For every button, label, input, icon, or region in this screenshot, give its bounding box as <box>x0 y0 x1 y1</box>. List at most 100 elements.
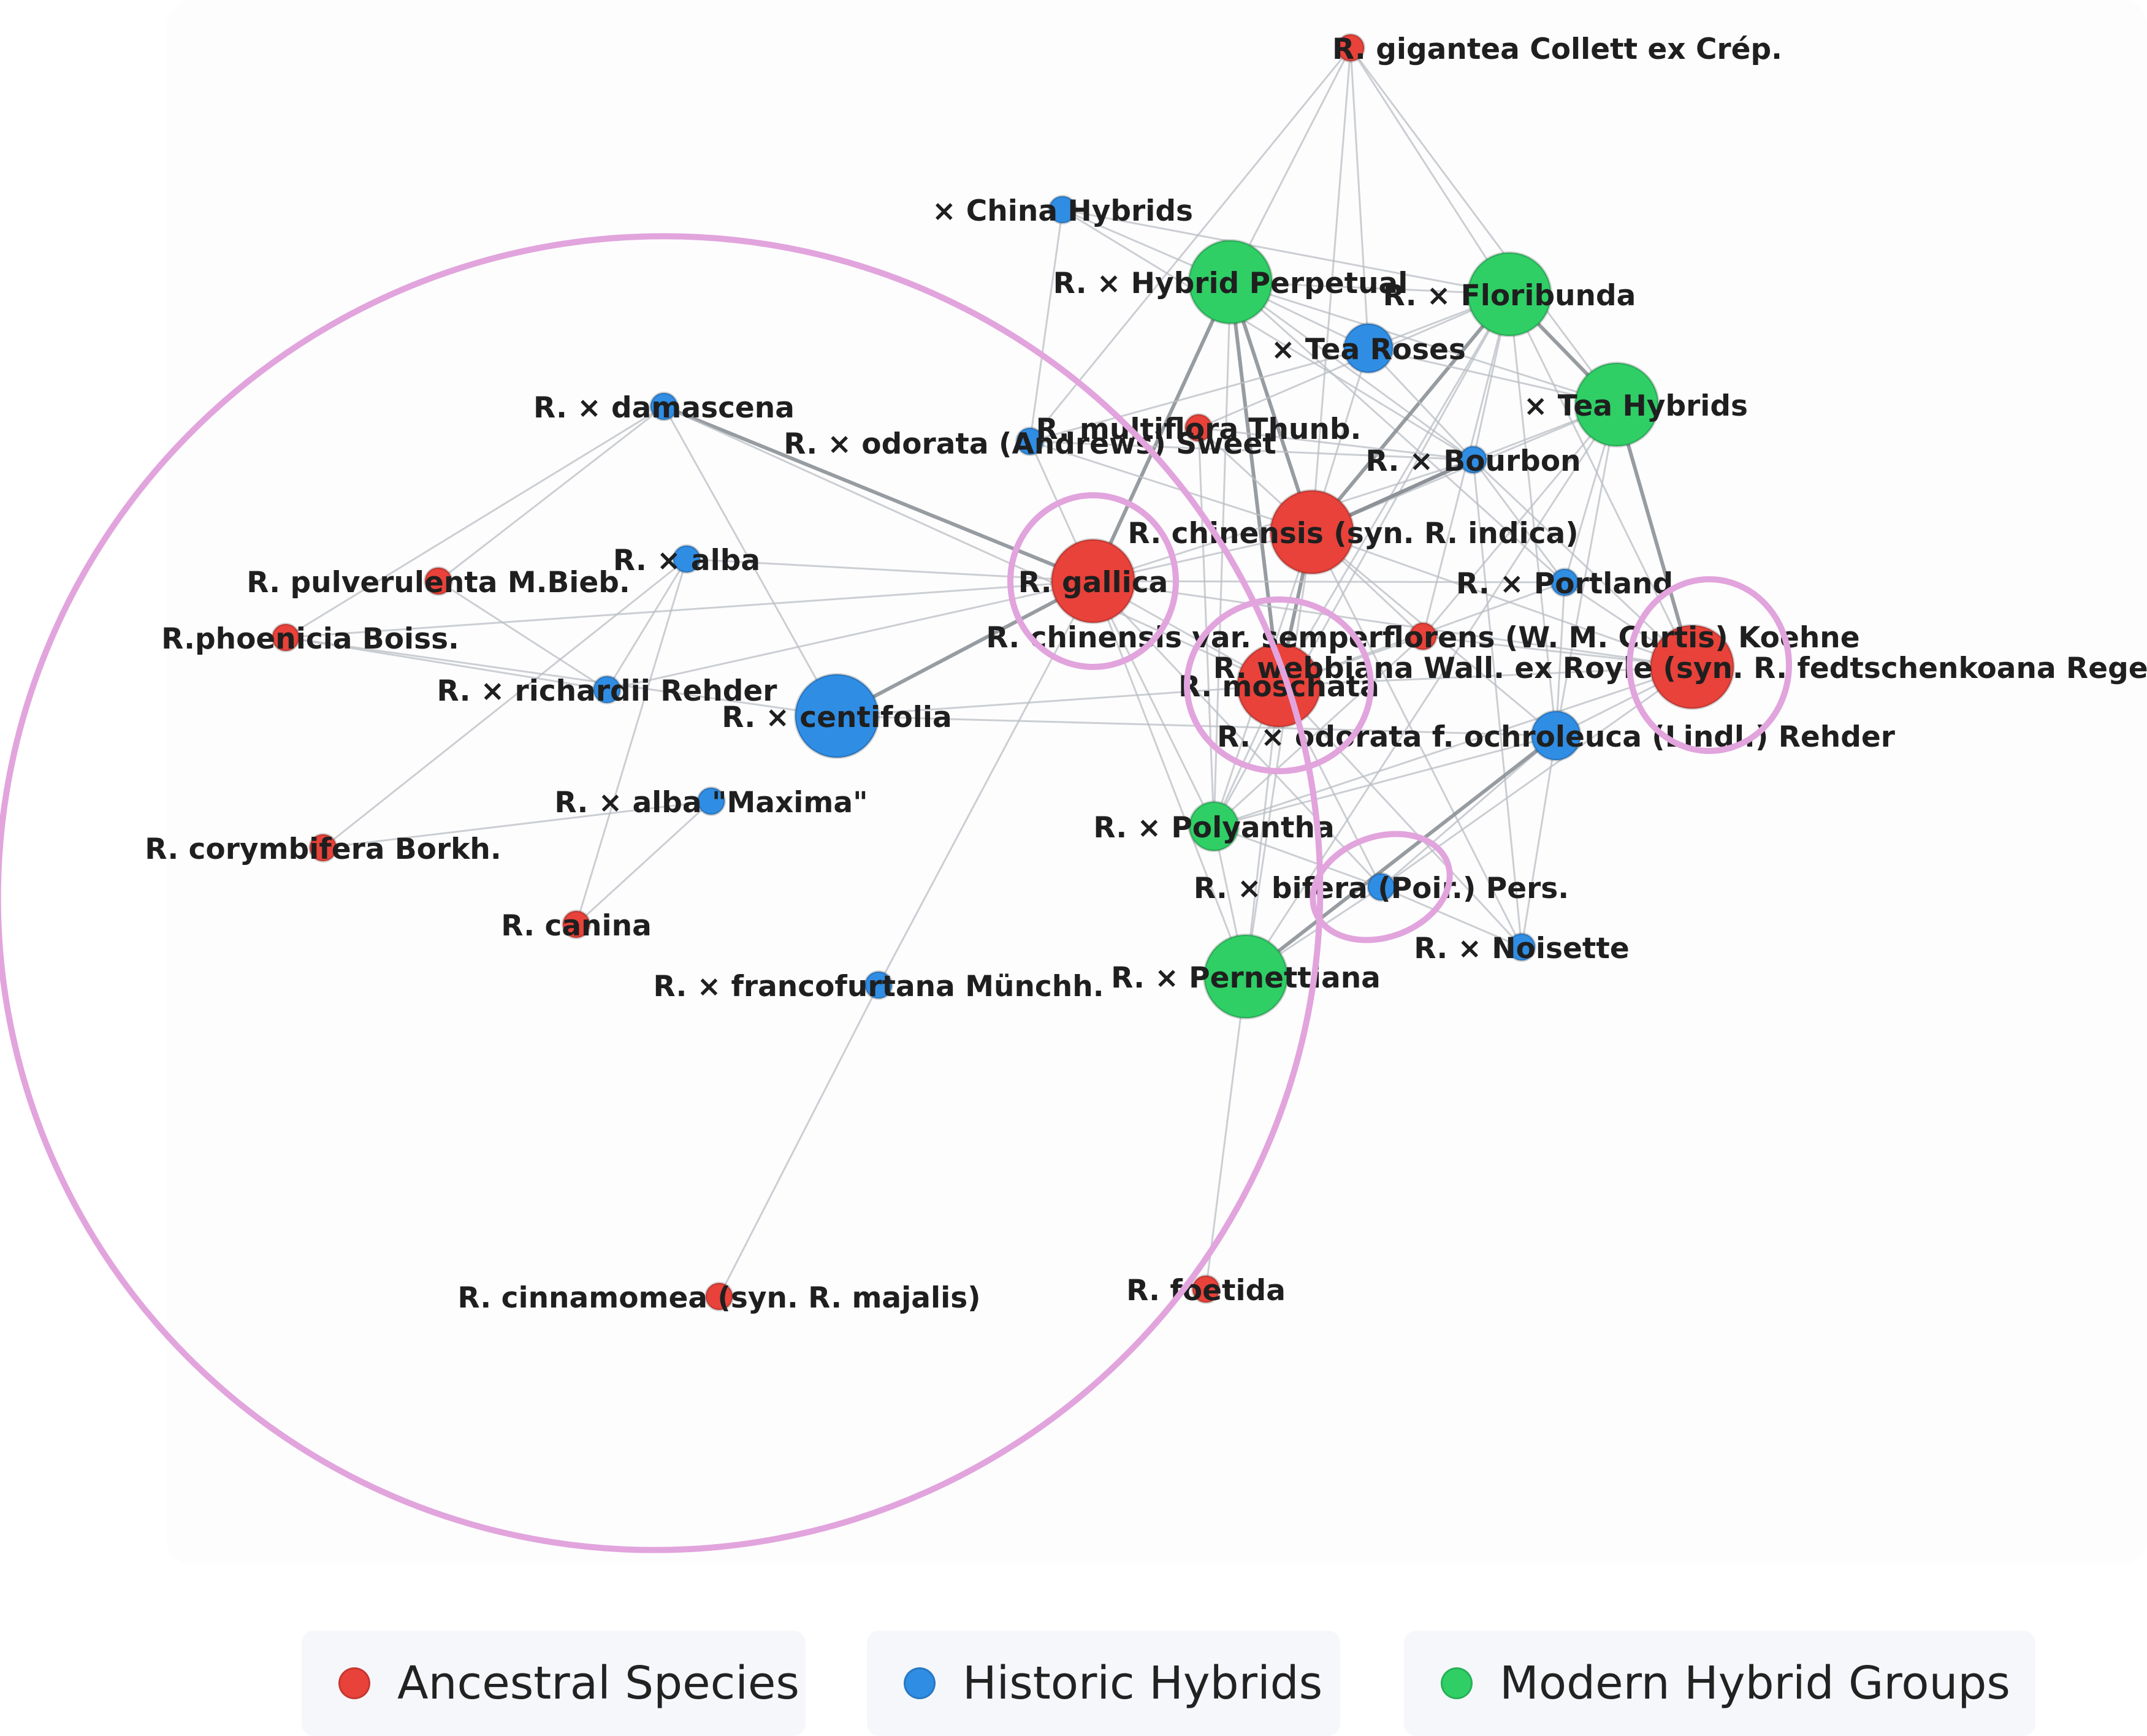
legend-item-modern[interactable]: Modern Hybrid Groups <box>1404 1631 2035 1736</box>
node-phoenicia[interactable] <box>271 623 300 652</box>
node-label-canina: R. canina <box>501 909 652 943</box>
node-label-gallica: R. gallica <box>1018 566 1169 600</box>
node-portland[interactable] <box>1550 568 1579 597</box>
node-label-pernettiana: R. × Pernettiana <box>1111 961 1381 995</box>
node-centifolia[interactable] <box>794 673 880 759</box>
node-moschata[interactable] <box>1236 642 1322 728</box>
node-semperflorens[interactable] <box>1408 622 1438 651</box>
node-pernettiana[interactable] <box>1203 934 1289 1019</box>
node-albamaxima[interactable] <box>696 786 726 816</box>
node-label-corymbifera: R. corymbifera Borkh. <box>145 832 501 866</box>
node-label-portland: R. × Portland <box>1456 567 1673 601</box>
node-richardii[interactable] <box>592 675 622 704</box>
node-multiflora[interactable] <box>1184 413 1213 443</box>
edge-tearoses-odorata <box>1029 347 1369 443</box>
node-hp[interactable] <box>1188 239 1273 325</box>
node-gallica[interactable] <box>1050 538 1136 624</box>
node-corymbifera[interactable] <box>308 833 338 862</box>
edge-bifera-noisette <box>1381 886 1522 948</box>
edge-gallica-bifera <box>1092 580 1382 888</box>
edge-gallica-pernettiana <box>1092 581 1247 977</box>
edge-gallica-polyantha <box>1092 581 1215 827</box>
edge-hp-polyantha <box>1213 281 1232 827</box>
edge-bourbon-portland <box>1472 459 1566 583</box>
edge-multiflora-polyantha <box>1197 427 1215 827</box>
edge-hp-gallica <box>1091 281 1232 582</box>
edge-polyantha-bifera <box>1213 825 1382 888</box>
edge-hp-floribunda <box>1230 281 1510 295</box>
edge-ochroleuca-noisette <box>1520 735 1557 948</box>
node-gigantea[interactable] <box>1336 33 1365 63</box>
legend-dot-historic <box>904 1667 936 1699</box>
node-label-semperflorens: R. chinensis var. semperflorens (W. M. C… <box>986 621 1859 655</box>
node-label-china: × China Hybrids <box>932 194 1193 228</box>
edge-chinensis-pernettiana <box>1245 531 1313 977</box>
edge-webbiana-polyantha <box>1213 666 1693 828</box>
edge-gigantea-tearoses <box>1349 47 1370 349</box>
edge-webbiana-moschata <box>1278 666 1693 687</box>
edge-teahybrids-semperflorens <box>1422 404 1618 637</box>
node-canina[interactable] <box>562 910 591 939</box>
edge-albamaxima-canina <box>575 800 712 926</box>
node-label-francofurtana: R. × francofurtana Münchh. <box>653 970 1104 1003</box>
edge-china-odorata <box>1029 209 1064 442</box>
node-odorata[interactable] <box>1015 427 1045 456</box>
node-bourbon[interactable] <box>1459 445 1488 474</box>
edge-gallica-portland <box>1093 580 1565 584</box>
edge-semperflorens-webbiana <box>1422 635 1693 668</box>
edge-damascena-gallica <box>663 405 1094 583</box>
node-layer <box>271 33 1735 1311</box>
edge-odorata-chinensis <box>1029 440 1313 533</box>
legend-item-ancestral[interactable]: Ancestral Species <box>302 1631 806 1736</box>
node-label-noisette: R. × Noisette <box>1414 932 1629 965</box>
edge-semperflorens-polyantha <box>1213 635 1424 828</box>
edge-teahybrids-pernettiana <box>1245 404 1618 977</box>
edge-alba-richardii <box>606 558 688 690</box>
node-pulverulenta[interactable] <box>424 566 453 596</box>
node-label-bifera: R. × bifera (Poir.) Pers. <box>1194 872 1569 905</box>
edge-gigantea-odorata <box>1029 47 1352 442</box>
edge-china-floribunda <box>1062 208 1510 295</box>
edge-portland-ochroleuca <box>1555 582 1566 736</box>
edge-gallica-webbiana <box>1093 580 1693 668</box>
edge-gigantea-floribunda <box>1349 47 1511 295</box>
edge-ochroleuca-polyantha <box>1213 734 1557 828</box>
node-alba[interactable] <box>672 544 701 574</box>
legend-item-historic[interactable]: Historic Hybrids <box>867 1631 1340 1736</box>
node-label-phoenicia: R.phoenicia Boiss. <box>161 622 459 656</box>
node-damascena[interactable] <box>649 392 679 421</box>
edge-chinensis-noisette <box>1311 531 1523 948</box>
node-china[interactable] <box>1048 195 1077 224</box>
highlight-ring-gallica <box>1007 492 1179 670</box>
node-bifera[interactable] <box>1367 872 1396 902</box>
legend-dot-ancestral <box>338 1667 370 1699</box>
node-label-floribunda: R. × Floribunda <box>1383 279 1636 313</box>
edge-bourbon-webbiana <box>1472 459 1693 668</box>
node-polyantha[interactable] <box>1188 801 1240 852</box>
node-foetida[interactable] <box>1191 1274 1221 1304</box>
node-ochroleuca[interactable] <box>1530 710 1582 761</box>
edge-bourbon-noisette <box>1472 459 1523 948</box>
edge-floribunda-chinensis <box>1310 293 1511 533</box>
node-label-damascena: R. × damascena <box>533 391 795 425</box>
legend-dot-modern <box>1441 1667 1473 1699</box>
edge-floribunda-moschata <box>1278 294 1511 686</box>
node-francofurtana[interactable] <box>864 970 893 1000</box>
node-webbiana[interactable] <box>1649 624 1735 710</box>
edge-pernettiana-foetida <box>1205 976 1247 1290</box>
node-label-bourbon: R. × Bourbon <box>1365 444 1581 478</box>
highlight-ring-bifera <box>1310 831 1453 943</box>
node-teahybrids[interactable] <box>1574 362 1660 447</box>
label-layer: R. gigantea Collett ex Crép.× China Hybr… <box>145 32 2147 1315</box>
edge-teahybrids-ochroleuca <box>1555 404 1618 736</box>
node-floribunda[interactable] <box>1466 251 1552 337</box>
edge-pulverulenta-richardii <box>438 580 608 691</box>
node-cinnamomea[interactable] <box>704 1282 734 1311</box>
edge-alba-corymbifera <box>322 558 687 849</box>
node-chinensis[interactable] <box>1269 489 1355 575</box>
edge-alba-gallica <box>686 558 1094 582</box>
node-noisette[interactable] <box>1507 932 1536 962</box>
node-label-alba: R. × alba <box>613 544 760 577</box>
node-tearoses[interactable] <box>1343 322 1394 374</box>
